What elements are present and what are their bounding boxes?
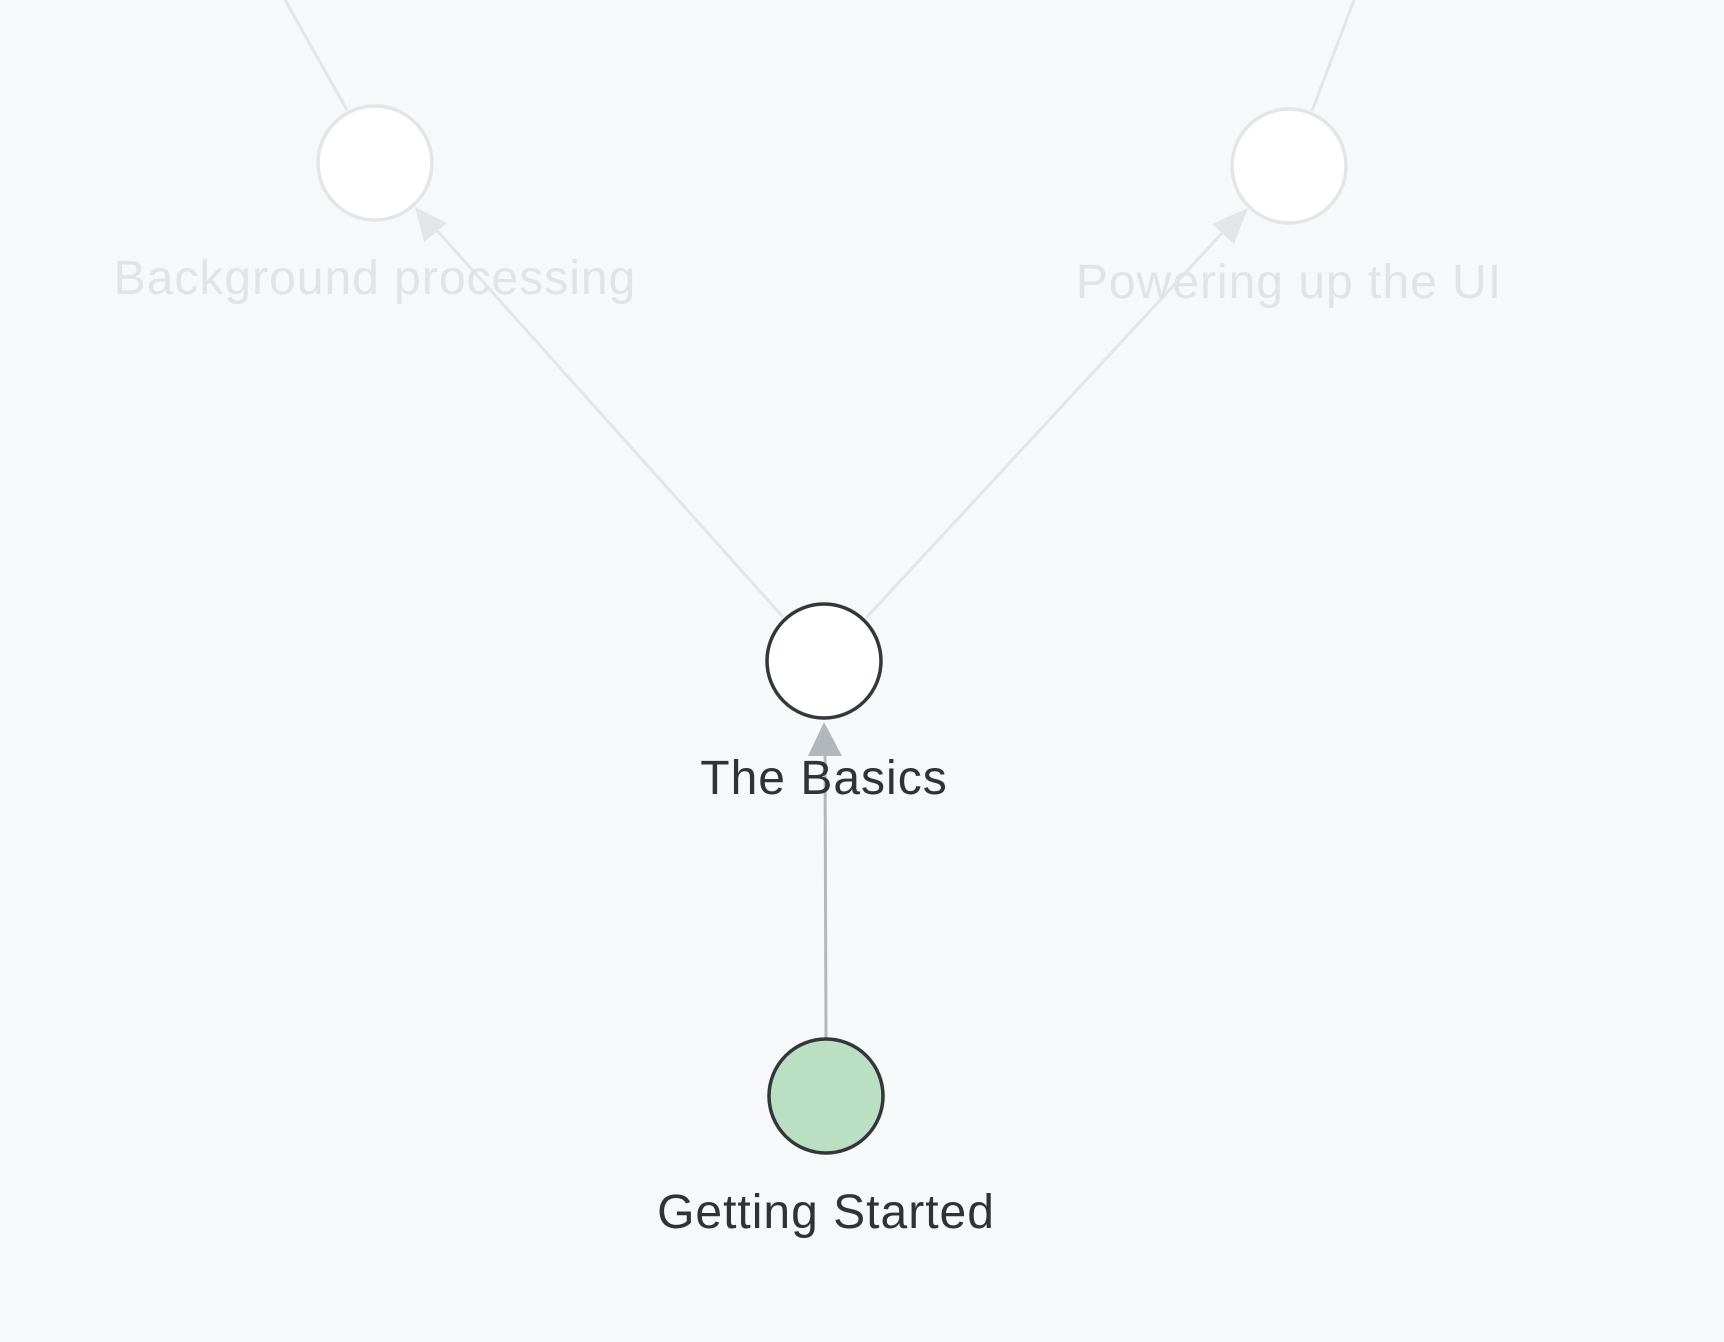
node-label: Getting Started: [657, 1186, 995, 1239]
edge-offscreen-left: [283, 0, 349, 111]
node-label: Powering up the UI: [1076, 256, 1502, 309]
edge-the-basics-to-powering-up-ui: [864, 229, 1226, 620]
node-circle[interactable]: [1230, 107, 1348, 225]
edge-arrowhead: [1212, 208, 1248, 244]
node-circle[interactable]: [767, 1037, 885, 1155]
edge-getting-started-to-the-basics: [823, 751, 828, 1039]
edge-arrowhead: [808, 722, 842, 756]
node-background-processing[interactable]: Background processing: [114, 104, 637, 305]
node-getting-started[interactable]: Getting Started: [657, 1037, 995, 1239]
node-circle[interactable]: [765, 602, 883, 720]
node-label: The Basics: [700, 752, 947, 805]
node-the-basics[interactable]: The Basics: [700, 602, 947, 805]
edge-arrowhead: [415, 207, 447, 242]
edge-the-basics-to-background-processing: [431, 224, 785, 619]
node-label: Background processing: [114, 252, 637, 305]
edge-offscreen-right: [1310, 0, 1356, 112]
node-circle[interactable]: [316, 104, 434, 222]
node-powering-up-ui[interactable]: Powering up the UI: [1076, 107, 1502, 309]
